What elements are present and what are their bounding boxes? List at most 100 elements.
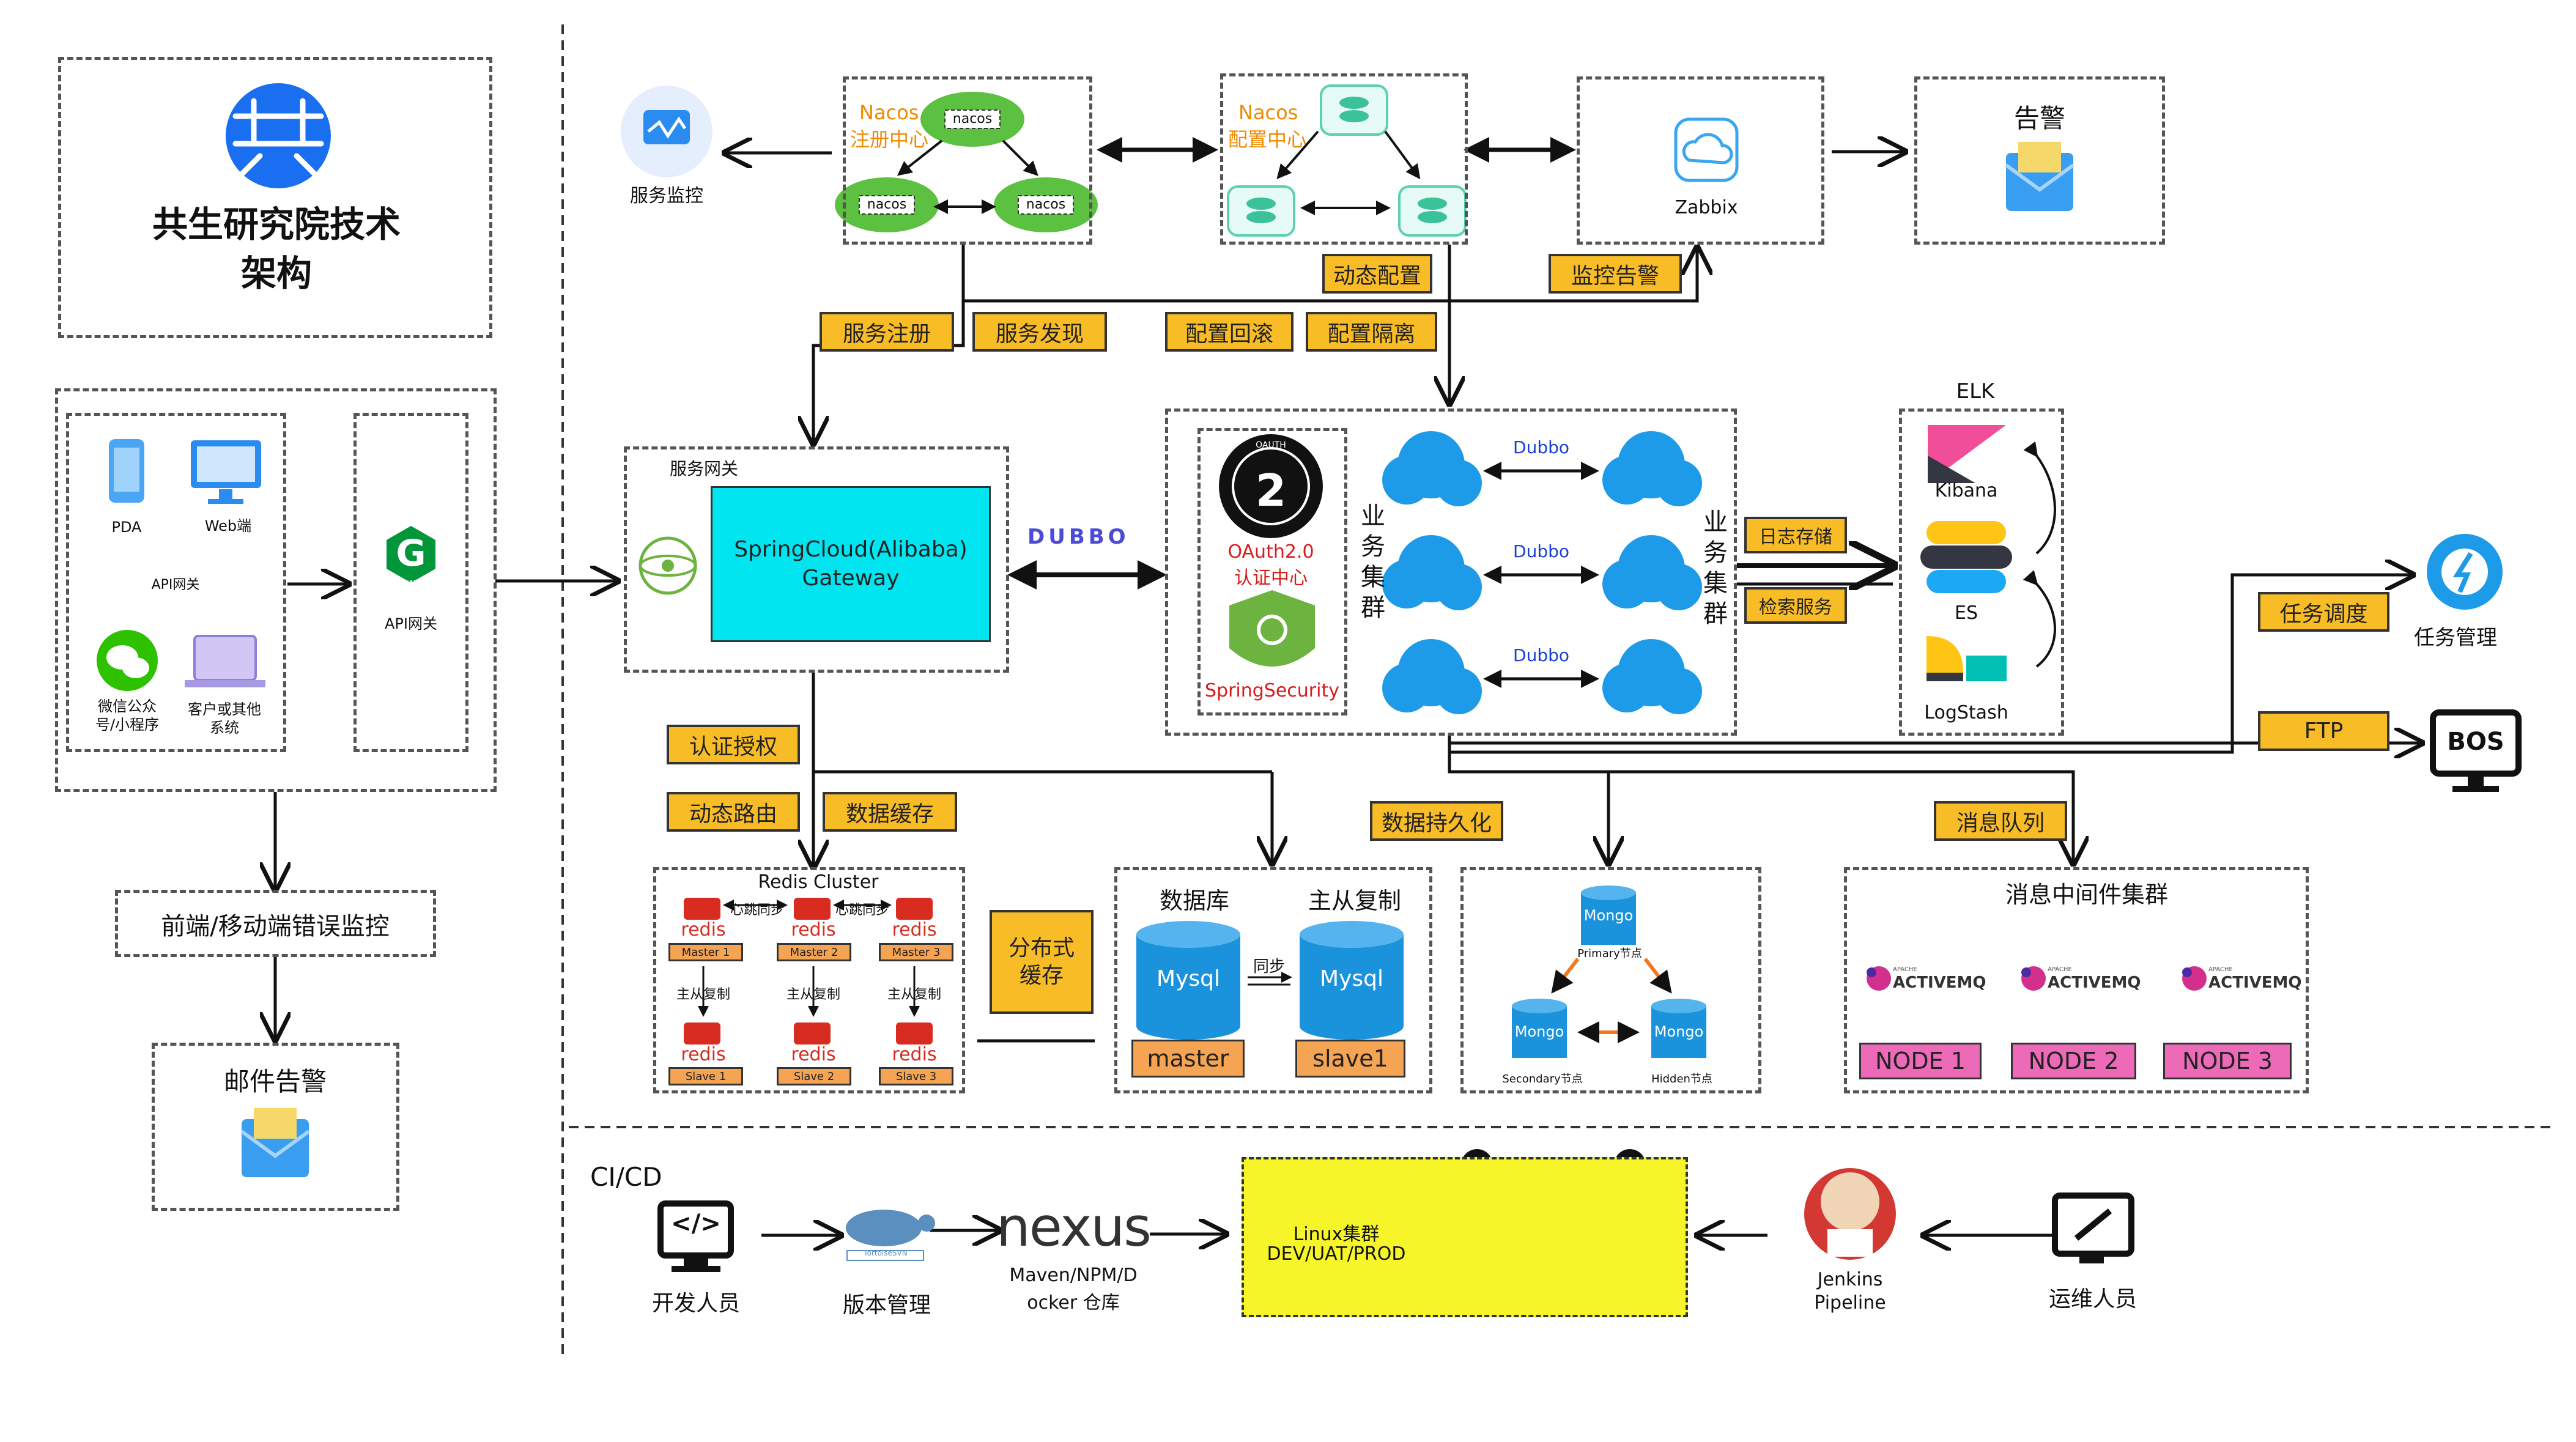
- task-gear-icon: [2427, 534, 2503, 610]
- redis-logo-s2: redis: [791, 1044, 836, 1065]
- nacos-node-3: nacos: [1026, 197, 1066, 212]
- oauth-ring-text: OAUTH: [1256, 440, 1286, 450]
- jenkins-label-2: Pipeline: [1814, 1292, 1886, 1314]
- kibana-label: Kibana: [1934, 480, 1998, 501]
- tag-service-discovery: 服务发现: [972, 312, 1107, 352]
- security-box: [1197, 428, 1347, 715]
- nacos-config-title-1: Nacos: [1238, 101, 1298, 124]
- wechat-icon: [97, 630, 158, 691]
- dubbo-link-2: Dubbo: [1513, 541, 1569, 561]
- mq-apache-1: APACHE: [1893, 966, 1917, 973]
- mq-title: 消息中间件集群: [2005, 881, 2169, 908]
- tag-monitor-alert: 监控告警: [1549, 254, 1682, 294]
- mq-brand-1: ACTIVEMQ: [1893, 974, 1986, 992]
- oauth-label-2: 认证中心: [1234, 568, 1308, 589]
- redis-slave-1: Slave 1: [668, 1067, 743, 1085]
- service-monitor-icon: [621, 86, 712, 177]
- spring-security-label: SpringSecurity: [1204, 680, 1340, 701]
- service-monitor-label: 服务监控: [630, 185, 703, 207]
- nginx-icon: G: [387, 526, 435, 583]
- es-label: ES: [1955, 602, 1978, 624]
- redis-icons: [684, 898, 933, 1045]
- tag-distributed-cache: 分布式 缓存: [990, 910, 1094, 1014]
- nexus-label-1: Maven/NPM/D: [1009, 1265, 1138, 1286]
- elk-curve-2: [2023, 570, 2056, 668]
- biz-cluster-right-3: 集: [1703, 569, 1728, 597]
- svg-text:G: G: [396, 532, 426, 575]
- developer-label: 开发人员: [651, 1291, 741, 1316]
- elk-curve-1: [2023, 441, 2056, 555]
- arrow-task-schedule: [1449, 575, 2413, 754]
- nacos-registry-box: [843, 76, 1092, 245]
- gateway-name: SpringCloud(Alibaba) Gateway: [734, 536, 968, 591]
- clients-box: [55, 388, 497, 792]
- logo-icon: [226, 83, 331, 188]
- tag-search-service: 检索服务: [1744, 587, 1847, 624]
- dubbo-link-1: Dubbo: [1513, 437, 1569, 457]
- oauth-badge-number: 2: [1255, 465, 1287, 516]
- mongo-cylinders: [1512, 886, 1706, 1058]
- client-label-1: 客户或其他: [188, 701, 261, 718]
- bos-label: BOS: [2447, 728, 2504, 756]
- zabbix-box: [1577, 76, 1824, 245]
- mq-brand-2: ACTIVEMQ: [2048, 974, 2141, 992]
- wechat-label-1: 微信公众: [98, 698, 157, 715]
- gateway-title: 服务网关: [670, 459, 739, 479]
- jenkins-label-1: Jenkins: [1817, 1269, 1883, 1290]
- zabbix-icon: [1674, 117, 1739, 182]
- tag-task-schedule: 任务调度: [2258, 592, 2389, 632]
- mysql-master-engine: Mysql: [1157, 966, 1220, 991]
- redis-slave-3: Slave 3: [879, 1067, 953, 1085]
- spring-gateway-icon: [638, 536, 697, 595]
- dubbo-logo: DUBBO: [1027, 525, 1130, 549]
- spring-security-icon: [1229, 590, 1315, 667]
- alert-mail-icon: [2005, 142, 2074, 211]
- redis-logo-m1: redis: [681, 919, 726, 941]
- nexus-label-2: ocker 仓库: [1027, 1292, 1120, 1314]
- nacos-registry-title-1: Nacos: [859, 101, 919, 124]
- nacos-registry-title-2: 注册中心: [850, 128, 929, 151]
- nacos-cloud-icons: [835, 92, 1098, 232]
- alert-label: 告警: [2013, 103, 2066, 133]
- activemq-icons: [1867, 966, 2207, 991]
- elk-title: ELK: [1956, 379, 1995, 404]
- nacos-config-icons: [1227, 84, 1467, 237]
- title-line2: 架构: [240, 253, 313, 294]
- mq-apache-3: APACHE: [2208, 966, 2233, 973]
- mq-node-1: NODE 1: [1859, 1043, 1982, 1079]
- svn-logo-label: TortoiseSVN: [864, 1249, 908, 1257]
- nacos-config-title-2: 配置中心: [1228, 128, 1307, 151]
- clients-inner-box: [66, 413, 286, 752]
- tag-distributed-cache-2: 缓存: [1019, 963, 1064, 988]
- redis-logo-s1: redis: [681, 1044, 726, 1065]
- redis-title: Redis Cluster: [758, 871, 879, 893]
- elasticsearch-icon: [1920, 521, 2012, 593]
- tag-log-storage: 日志存储: [1744, 517, 1847, 553]
- task-manage-label: 任务管理: [2414, 626, 2497, 650]
- tag-distributed-cache-1: 分布式: [1008, 936, 1075, 961]
- linux-label-1: Linux集群: [1293, 1224, 1380, 1245]
- biz-cluster-left-3: 集: [1361, 563, 1385, 591]
- nexus-logo: nexus: [996, 1196, 1152, 1259]
- tag-data-cache: 数据缓存: [823, 792, 957, 832]
- redis-logo-m3: redis: [892, 919, 937, 941]
- tag-auth: 认证授权: [667, 725, 800, 764]
- elk-box: [1899, 409, 2064, 736]
- redis-logo-m2: redis: [791, 919, 836, 941]
- title-line1: 共生研究院技术: [152, 204, 401, 245]
- biz-cluster-right-2: 务: [1703, 539, 1728, 567]
- dubbo-link-3: Dubbo: [1513, 645, 1569, 665]
- nginx-box: [353, 413, 468, 752]
- redis-master-2: Master 2: [777, 943, 851, 961]
- nacos-node-2: nacos: [867, 197, 907, 212]
- mysql-slave-tag: slave1: [1295, 1040, 1405, 1078]
- tag-message-queue: 消息队列: [1934, 801, 2067, 841]
- gateway-core: SpringCloud(Alibaba) Gateway: [711, 486, 991, 642]
- database-replication-title: 主从复制: [1308, 887, 1402, 914]
- linux-label-2: DEV/UAT/PROD: [1267, 1243, 1406, 1265]
- nacos-node-1: nacos: [952, 111, 993, 127]
- frontend-monitor-box: [115, 890, 436, 957]
- pda-label: PDA: [111, 519, 142, 536]
- redis-logo-s3: redis: [892, 1044, 937, 1065]
